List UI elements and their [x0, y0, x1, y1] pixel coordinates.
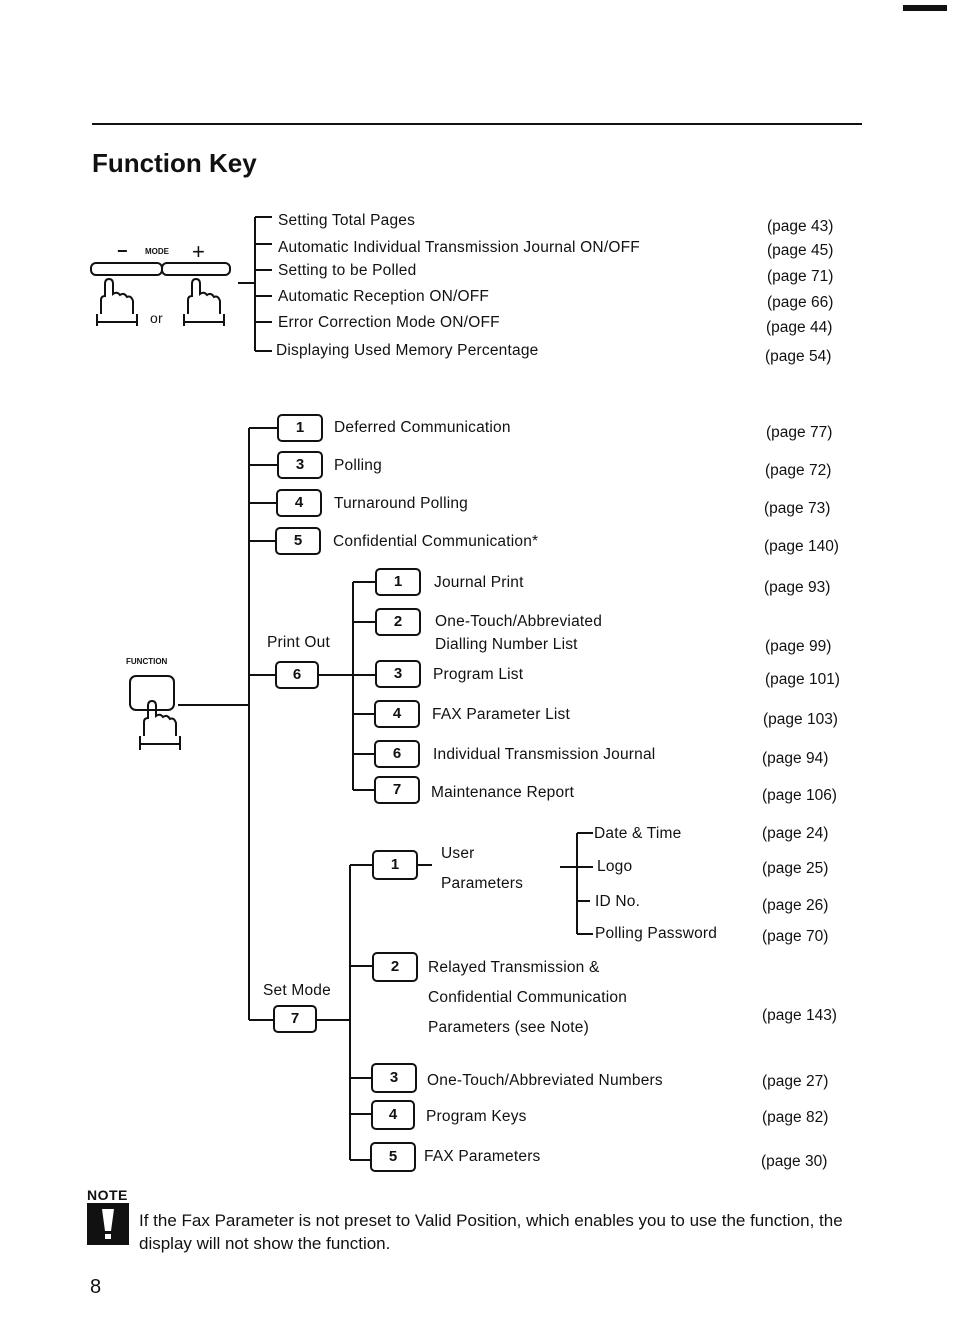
page-ref: (page 44): [766, 319, 833, 336]
set-mode-label: Set Mode: [263, 982, 331, 999]
mode-minus-key[interactable]: [91, 263, 162, 275]
function-item-label: Polling: [334, 457, 382, 474]
page-ref: (page 82): [762, 1109, 829, 1126]
print-out-item-label: Journal Print: [434, 574, 524, 591]
mode-item-label: Error Correction Mode ON/OFF: [278, 314, 500, 331]
key-5[interactable]: 5: [275, 527, 321, 555]
key-1[interactable]: 1: [372, 850, 418, 880]
note-label: NOTE: [87, 1187, 128, 1203]
relayed-label: Relayed Transmission &: [428, 959, 600, 976]
set-mode-item-label: One-Touch/Abbreviated Numbers: [427, 1072, 663, 1089]
mode-item-label: Automatic Reception ON/OFF: [278, 288, 490, 305]
page-ref: (page 24): [762, 825, 829, 842]
key-1[interactable]: 1: [277, 414, 323, 442]
mode-label: MODE: [145, 247, 169, 256]
page-ref: (page 27): [762, 1073, 829, 1090]
page-ref: (page 45): [767, 242, 834, 259]
mode-item-label: Setting to be Polled: [278, 262, 417, 279]
page-ref: (page 99): [765, 638, 832, 655]
page-ref: (page 143): [762, 1007, 837, 1024]
key-7[interactable]: 7: [273, 1005, 317, 1033]
page-ref: (page 93): [764, 579, 831, 596]
mode-item-label: Setting Total Pages: [278, 212, 416, 229]
key-6[interactable]: 6: [275, 661, 319, 689]
user-param-item-label: Logo: [597, 858, 633, 875]
page-ref: (page 71): [767, 268, 834, 285]
function-item-label: Confidential Communication*: [333, 533, 539, 550]
key-7[interactable]: 7: [374, 776, 420, 804]
mode-item-label: Displaying Used Memory Percentage: [276, 342, 539, 359]
print-out-item-label: One-Touch/Abbreviated: [435, 613, 603, 630]
relayed-label: Parameters (see Note): [428, 1019, 589, 1036]
set-mode-item-label: FAX Parameters: [424, 1148, 541, 1165]
page-ref: (page 94): [762, 750, 829, 767]
print-out-item-label: Maintenance Report: [431, 784, 575, 801]
note-icon: [87, 1203, 129, 1245]
print-out-item-label: Individual Transmission Journal: [433, 746, 656, 763]
function-item-label: Deferred Communication: [334, 419, 511, 436]
print-out-item-label: FAX Parameter List: [432, 706, 570, 723]
page-ref: (page 26): [762, 897, 829, 914]
user-param-item-label: Polling Password: [595, 925, 718, 942]
pressing-hand-icon: [93, 277, 139, 333]
relayed-label: Confidential Communication: [428, 989, 628, 1006]
key-3[interactable]: 3: [277, 451, 323, 479]
key-6[interactable]: 6: [374, 740, 420, 768]
function-label: FUNCTION: [126, 657, 168, 666]
print-out-item-label: Dialling Number List: [435, 636, 578, 653]
note-text: If the Fax Parameter is not preset to Va…: [139, 1211, 843, 1253]
page-ref: (page 106): [762, 787, 837, 804]
user-param-item-label: Date & Time: [594, 825, 682, 842]
page-ref: (page 101): [765, 671, 840, 688]
key-4[interactable]: 4: [371, 1100, 415, 1130]
mode-item-label: Automatic Individual Transmission Journa…: [278, 239, 640, 256]
page-ref: (page 54): [765, 348, 832, 365]
pressing-hand-icon: [136, 699, 182, 757]
page-ref: (page 103): [763, 711, 838, 728]
page-ref: (page 72): [765, 462, 832, 479]
page-ref: (page 140): [764, 538, 839, 555]
page-ref: (page 30): [761, 1153, 828, 1170]
key-1[interactable]: 1: [375, 568, 421, 596]
page-title: Function Key: [92, 148, 257, 178]
page-ref: (page 70): [762, 928, 829, 945]
key-4[interactable]: 4: [276, 489, 322, 517]
key-5[interactable]: 5: [370, 1142, 416, 1172]
page-ref: (page 66): [767, 294, 834, 311]
corner-mark: [903, 5, 947, 11]
mode-minus-label: −: [117, 241, 128, 261]
page-ref: (page 77): [766, 424, 833, 441]
page-ref: (page 43): [767, 218, 834, 235]
key-2[interactable]: 2: [372, 952, 418, 982]
key-3[interactable]: 3: [375, 660, 421, 688]
page-ref: (page 25): [762, 860, 829, 877]
function-item-label: Turnaround Polling: [334, 495, 468, 512]
page-number: 8: [90, 1276, 102, 1298]
key-2[interactable]: 2: [375, 608, 421, 636]
page-ref: (page 73): [764, 500, 831, 517]
print-out-label: Print Out: [267, 634, 330, 651]
set-mode-item-label: Program Keys: [426, 1108, 527, 1125]
user-parameters-label: Parameters: [441, 875, 524, 892]
user-parameters-label: User: [441, 845, 475, 862]
mode-plus-label: +: [192, 239, 205, 264]
key-3[interactable]: 3: [371, 1063, 417, 1093]
mode-plus-key[interactable]: [162, 263, 230, 275]
key-4[interactable]: 4: [374, 700, 420, 728]
header-rule: [92, 123, 862, 125]
print-out-item-label: Program List: [433, 666, 524, 683]
or-label: or: [150, 310, 163, 326]
user-param-item-label: ID No.: [595, 893, 641, 910]
pressing-hand-icon: [180, 277, 226, 333]
